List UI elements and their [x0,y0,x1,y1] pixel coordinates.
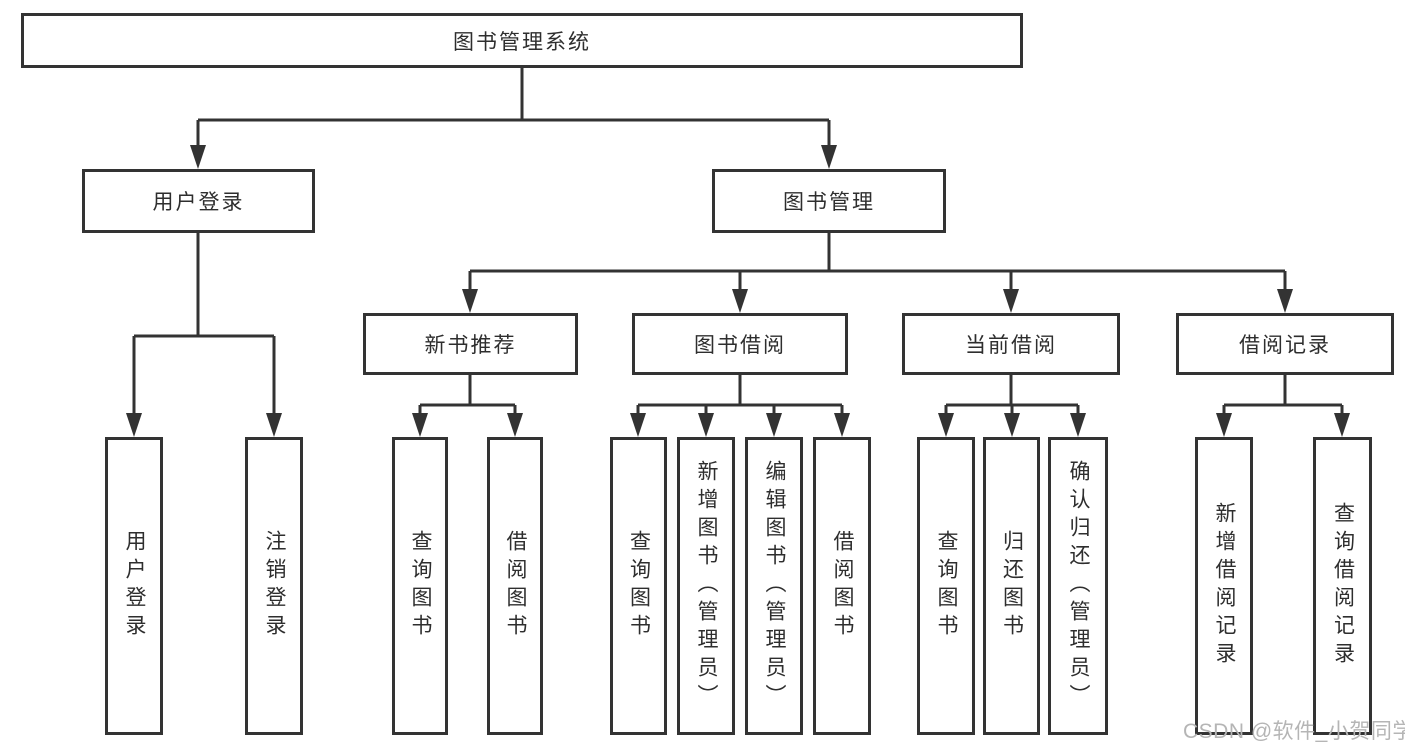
leaf-query-books-recommend: 查询图书 [392,437,448,735]
leaf-query-books-current: 查询图书 [917,437,975,735]
leaf-borrow-books-recommend: 借阅图书 [487,437,543,735]
node-new-book-recommend: 新书推荐 [363,313,578,375]
node-current-borrow: 当前借阅 [902,313,1120,375]
leaf-user-login: 用户登录 [105,437,163,735]
leaf-edit-book-admin: 编辑图书（管理员） [745,437,803,735]
node-book-borrow: 图书借阅 [632,313,848,375]
leaf-return-book: 归还图书 [983,437,1040,735]
leaf-add-borrow-record: 新增借阅记录 [1195,437,1253,735]
leaf-logout: 注销登录 [245,437,303,735]
node-root: 图书管理系统 [21,13,1023,68]
leaf-borrow-books: 借阅图书 [813,437,871,735]
connector-paths [132,68,1344,414]
node-book-management: 图书管理 [712,169,946,233]
leaf-add-book-admin: 新增图书（管理员） [677,437,735,735]
node-borrow-records: 借阅记录 [1176,313,1394,375]
leaf-query-books-borrow: 查询图书 [610,437,667,735]
csdn-watermark: CSDN @软件_小贺同学 [1183,720,1405,743]
leaf-query-borrow-record: 查询借阅记录 [1313,437,1372,735]
node-user-login: 用户登录 [82,169,315,233]
leaf-confirm-return-admin: 确认归还（管理员） [1048,437,1108,735]
arrowheads [126,145,1350,437]
